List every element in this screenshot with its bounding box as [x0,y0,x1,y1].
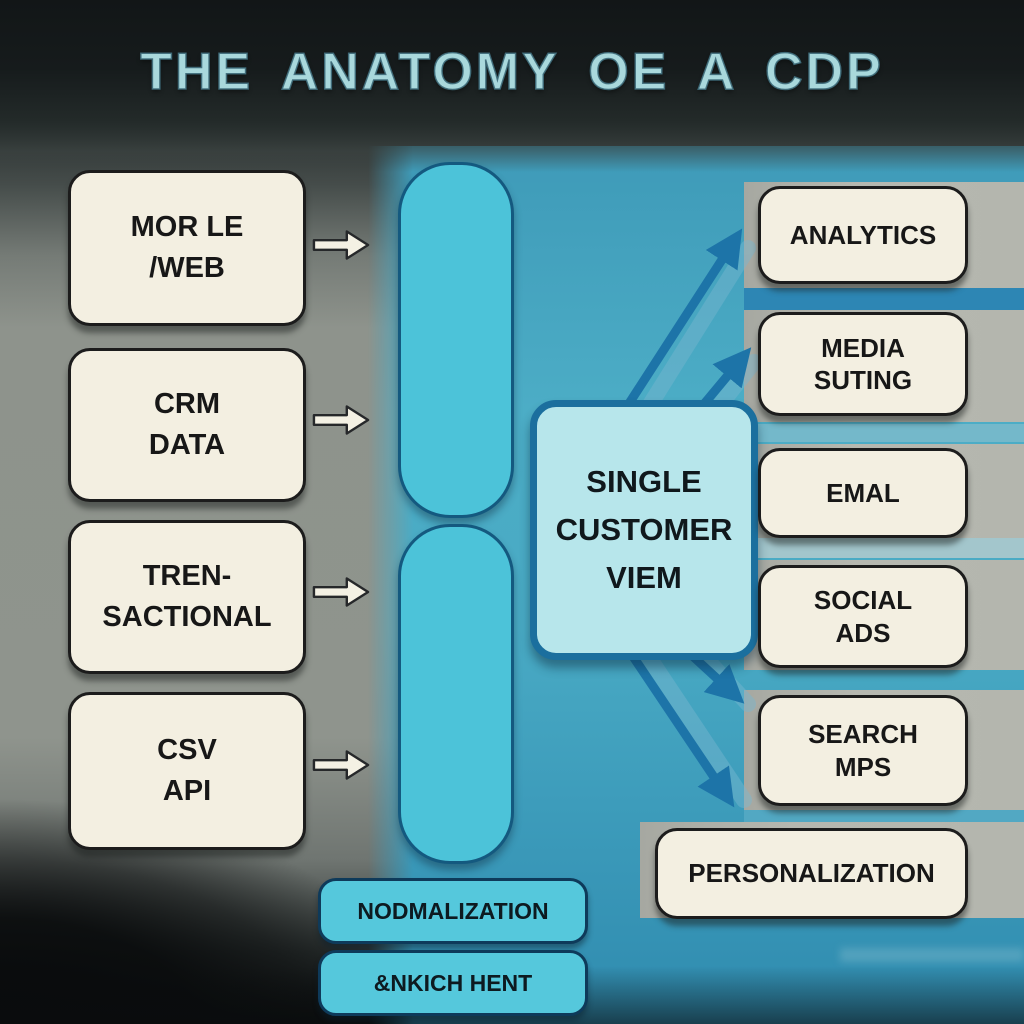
background-stripe [744,424,1024,442]
source-box-label: MOR LE /WEB [130,211,244,284]
output-box-label: MEDIA SUTING [813,332,913,396]
background-stripe [744,288,1024,310]
output-box-personalization: PERSONALIZATION [655,828,968,919]
source-box-csv-api: CSV API [68,692,306,850]
source-box-label: CSV API [157,734,217,807]
source-box-mobile-web: MOR LE /WEB [68,170,306,326]
background-light-streak [840,948,1024,962]
pipeline-segment-top [398,162,514,518]
output-box-social-ads: SOCIAL ADS [758,565,968,668]
single-customer-view-box: SINGLE CUSTOMER VIEM [530,400,758,660]
diagram-title: THE ANATOMY OE A CDP [139,42,884,102]
output-box-search: SEARCH MPS [758,695,968,806]
output-box-media: MEDIA SUTING [758,312,968,416]
stage-label: &NKICH HENT [373,969,533,996]
source-box-label: CRM DATA [148,388,226,461]
output-box-email: EMAL [758,448,968,538]
output-box-label: PERSONALIZATION [688,858,935,889]
input-arrow-icon [312,747,370,783]
output-box-label: SEARCH MPS [808,719,918,782]
background-stripe [744,538,1024,558]
source-box-crm-data: CRM DATA [68,348,306,502]
stage-enrichment: &NKICH HENT [318,950,588,1016]
flow-arrow-icon [625,228,743,407]
input-arrow-icon [312,227,370,263]
source-box-label: TREN- SACTIONAL [102,560,272,633]
background-stripe [744,810,1024,822]
flow-arrow-icon [699,347,752,409]
output-box-analytics: ANALYTICS [758,186,968,284]
stage-normalization: NODMALIZATION [318,878,588,944]
source-box-transactional: TREN- SACTIONAL [68,520,306,674]
output-box-label: SOCIAL ADS [813,585,913,648]
hub-label: SINGLE CUSTOMER VIEM [555,463,733,596]
input-arrow-icon [312,402,370,438]
output-box-label: EMAL [826,477,900,508]
stage-label: NODMALIZATION [357,897,549,924]
output-box-label: ANALYTICS [789,219,937,250]
pipeline-segment-bottom [398,524,514,864]
input-arrow-icon [312,574,370,610]
flow-arrow-icon [625,647,735,808]
